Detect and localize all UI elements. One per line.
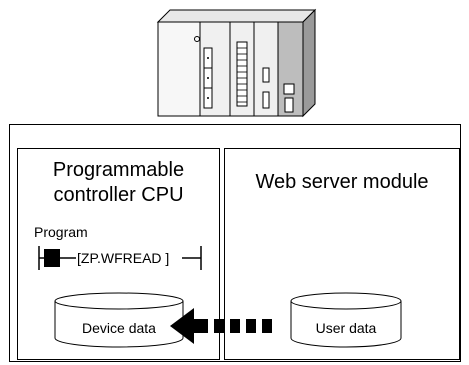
plc-hardware-icon (156, 8, 317, 118)
instruction-label: [ZP.WFREAD ] (77, 250, 170, 266)
cpu-title: Programmable controller CPU (17, 158, 220, 208)
data-transfer-arrow-icon (170, 308, 272, 344)
device-data-storage-icon (54, 292, 184, 348)
user-data-storage-icon (290, 292, 402, 348)
cpu-title-line2: controller CPU (53, 184, 184, 206)
program-label: Program (34, 224, 88, 240)
ladder-rung-icon (38, 246, 202, 270)
cpu-title-line1: Programmable (52, 159, 185, 181)
system-frame (9, 124, 461, 362)
web-server-title: Web server module (255, 171, 429, 193)
user-data-label: User data (315, 320, 377, 336)
device-data-label: Device data (82, 320, 156, 336)
